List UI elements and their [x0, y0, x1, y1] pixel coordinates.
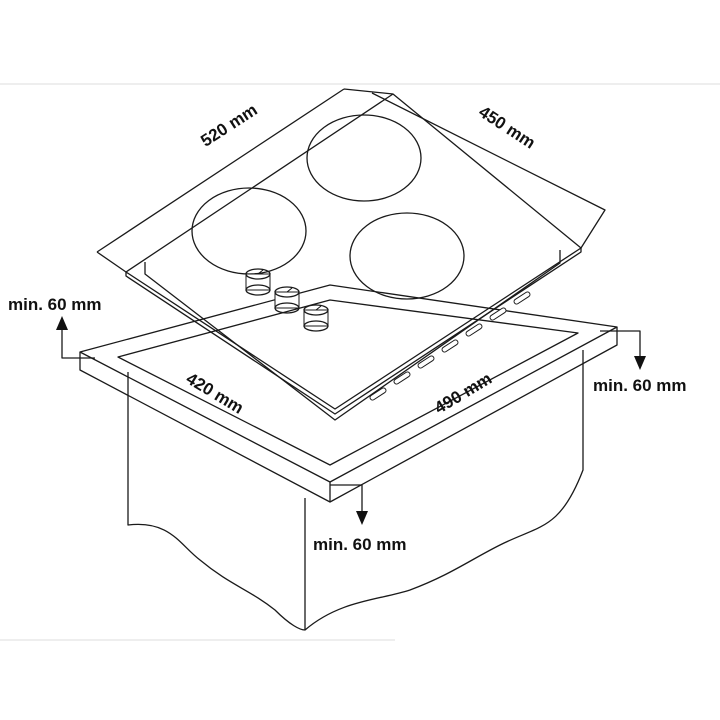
label-hob-depth: 450 mm [475, 102, 538, 152]
label-clearance-right: min. 60 mm [593, 376, 687, 395]
knob [274, 286, 300, 314]
label-clearance-front: min. 60 mm [313, 535, 407, 554]
dimension-line-width [96, 88, 394, 273]
vent-slot [465, 323, 483, 337]
control-knobs [245, 268, 329, 332]
clearance-arrow-right [600, 330, 646, 370]
vent-slot [417, 355, 435, 369]
vent-slot [441, 339, 459, 353]
dimension-line-depth [371, 92, 606, 249]
knob [245, 268, 271, 296]
burner [191, 187, 307, 275]
vent-slot [369, 387, 387, 401]
cabinet [127, 350, 584, 631]
clearance-arrow-left [56, 316, 95, 359]
countertop [79, 284, 618, 503]
knob [303, 304, 329, 332]
clearance-arrow-front [330, 484, 368, 525]
vent-slots [369, 291, 531, 401]
burner [306, 114, 422, 202]
hob [125, 93, 582, 415]
vent-slot [489, 307, 507, 321]
vent-slot [393, 371, 411, 385]
hob-body [144, 250, 561, 421]
vent-slot [513, 291, 531, 305]
label-hob-width: 520 mm [197, 100, 260, 150]
label-clearance-left: min. 60 mm [8, 295, 102, 314]
burner [349, 212, 465, 300]
cutout-outline [117, 299, 579, 466]
